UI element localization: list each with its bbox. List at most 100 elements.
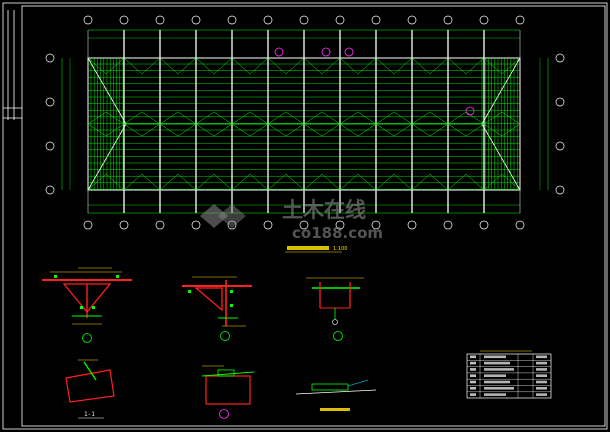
bracing-chevron bbox=[123, 173, 161, 191]
axis-bubble-bottom bbox=[263, 220, 273, 230]
detail-1-ridge-connection bbox=[42, 267, 132, 343]
table-cell-mark bbox=[484, 368, 514, 371]
bracing-chevron bbox=[231, 57, 269, 75]
bracing-chevron bbox=[231, 173, 269, 191]
roof-framing-plan: 1:100 bbox=[45, 15, 565, 253]
section-1-1: 1-1 bbox=[65, 359, 115, 419]
axis-bubble-bottom bbox=[479, 220, 489, 230]
table-cell-mark bbox=[536, 380, 547, 384]
bracing-chevron bbox=[303, 57, 341, 75]
axis-bubble-right bbox=[555, 53, 565, 63]
axis-bubble-bottom bbox=[407, 220, 417, 230]
axis-bubble-top bbox=[191, 15, 201, 25]
axis-bubble-bottom bbox=[191, 220, 201, 230]
axis-bubble-top bbox=[119, 15, 129, 25]
axis-bubble-bottom bbox=[155, 220, 165, 230]
table-cell-mark bbox=[470, 393, 476, 396]
axis-bubble-left bbox=[45, 53, 55, 63]
axis-bubble-bottom bbox=[443, 220, 453, 230]
table-cell-mark bbox=[484, 374, 506, 377]
watermark-en: co188.com bbox=[292, 224, 383, 242]
bracing-chevron bbox=[375, 57, 413, 75]
table-cell-mark bbox=[470, 374, 476, 377]
axis-bubble-bottom bbox=[299, 220, 309, 230]
axis-bubble-top bbox=[335, 15, 345, 25]
plan-scale: 1:100 bbox=[333, 246, 347, 252]
bracing-chevron bbox=[267, 57, 305, 75]
axis-bubble-bottom bbox=[515, 220, 525, 230]
bracing-chevron bbox=[411, 57, 449, 75]
bracing-chevron bbox=[303, 173, 341, 191]
axis-bubble-bottom bbox=[227, 220, 237, 230]
axis-grid-bubbles bbox=[45, 15, 565, 230]
axis-bubble-bottom bbox=[335, 220, 345, 230]
table-cell-mark bbox=[536, 368, 547, 371]
axis-bubble-top bbox=[443, 15, 453, 25]
bracing-chevron bbox=[87, 173, 125, 191]
axis-bubble-right bbox=[555, 141, 565, 151]
bracing-chevron bbox=[159, 173, 197, 191]
material-schedule-table bbox=[466, 350, 552, 399]
table-cell-mark bbox=[536, 355, 547, 359]
bracing-chevron bbox=[447, 57, 485, 75]
table-cell-mark bbox=[536, 374, 547, 377]
axis-bubble-left bbox=[45, 141, 55, 151]
bracing-chevron bbox=[375, 173, 413, 191]
table-cell-mark bbox=[470, 368, 476, 371]
axis-bubble-top bbox=[299, 15, 309, 25]
axis-bubble-bottom bbox=[119, 220, 129, 230]
axis-bubble-right bbox=[555, 97, 565, 107]
table-cell-mark bbox=[484, 387, 514, 390]
table-cell-mark bbox=[470, 387, 476, 390]
axis-bubble-top bbox=[407, 15, 417, 25]
axis-bubble-top bbox=[155, 15, 165, 25]
bracing-chevron bbox=[483, 57, 521, 75]
bracing-diamond bbox=[483, 111, 521, 137]
axis-bubble-left bbox=[45, 185, 55, 195]
bracing-chevron bbox=[195, 173, 233, 191]
bracing-chevron bbox=[339, 57, 377, 75]
roof-sheet-profile-detail bbox=[295, 379, 377, 411]
table-cell-mark bbox=[470, 361, 476, 365]
column-grid-lines bbox=[87, 30, 521, 213]
axis-bubble-top bbox=[263, 15, 273, 25]
bracing-chevron bbox=[339, 173, 377, 191]
axis-bubble-right bbox=[555, 185, 565, 195]
watermark-cn: 土木在线 bbox=[282, 198, 366, 222]
axis-bubble-top bbox=[227, 15, 237, 25]
bracing-chevron bbox=[159, 57, 197, 75]
section-label: 1-1 bbox=[84, 411, 95, 418]
site-watermark: 土木在线 co188.com bbox=[200, 198, 383, 242]
axis-bubble-bottom bbox=[371, 220, 381, 230]
axis-bubble-top bbox=[371, 15, 381, 25]
table-cell-mark bbox=[484, 361, 510, 365]
detail-4-gutter bbox=[201, 365, 255, 419]
bracing-chevron bbox=[411, 173, 449, 191]
bracing-chevron bbox=[123, 57, 161, 75]
detail-3-purlin-support bbox=[306, 277, 364, 341]
table-cell-mark bbox=[484, 393, 506, 396]
bracing-chevron bbox=[195, 57, 233, 75]
detail-2-eave-connection bbox=[182, 276, 252, 341]
table-cell-mark bbox=[536, 361, 547, 365]
axis-bubble-top bbox=[515, 15, 525, 25]
section-callouts bbox=[274, 47, 475, 116]
watermark-logo-icon bbox=[200, 204, 246, 228]
table-cell-mark bbox=[470, 380, 476, 384]
bracing-chevron bbox=[87, 57, 125, 75]
table-cell-mark bbox=[484, 355, 506, 359]
table-cell-marks bbox=[470, 355, 547, 396]
axis-bubble-left bbox=[45, 97, 55, 107]
table-cell-mark bbox=[536, 393, 547, 396]
table-cell-mark bbox=[536, 387, 547, 390]
cross-bracing bbox=[87, 57, 521, 191]
bracing-chevron bbox=[447, 173, 485, 191]
bracing-chevron bbox=[267, 173, 305, 191]
axis-bubble-top bbox=[83, 15, 93, 25]
table-cell-mark bbox=[470, 355, 476, 359]
axis-bubble-bottom bbox=[83, 220, 93, 230]
table-cell-mark bbox=[484, 380, 510, 384]
bracing-chevron bbox=[483, 173, 521, 191]
